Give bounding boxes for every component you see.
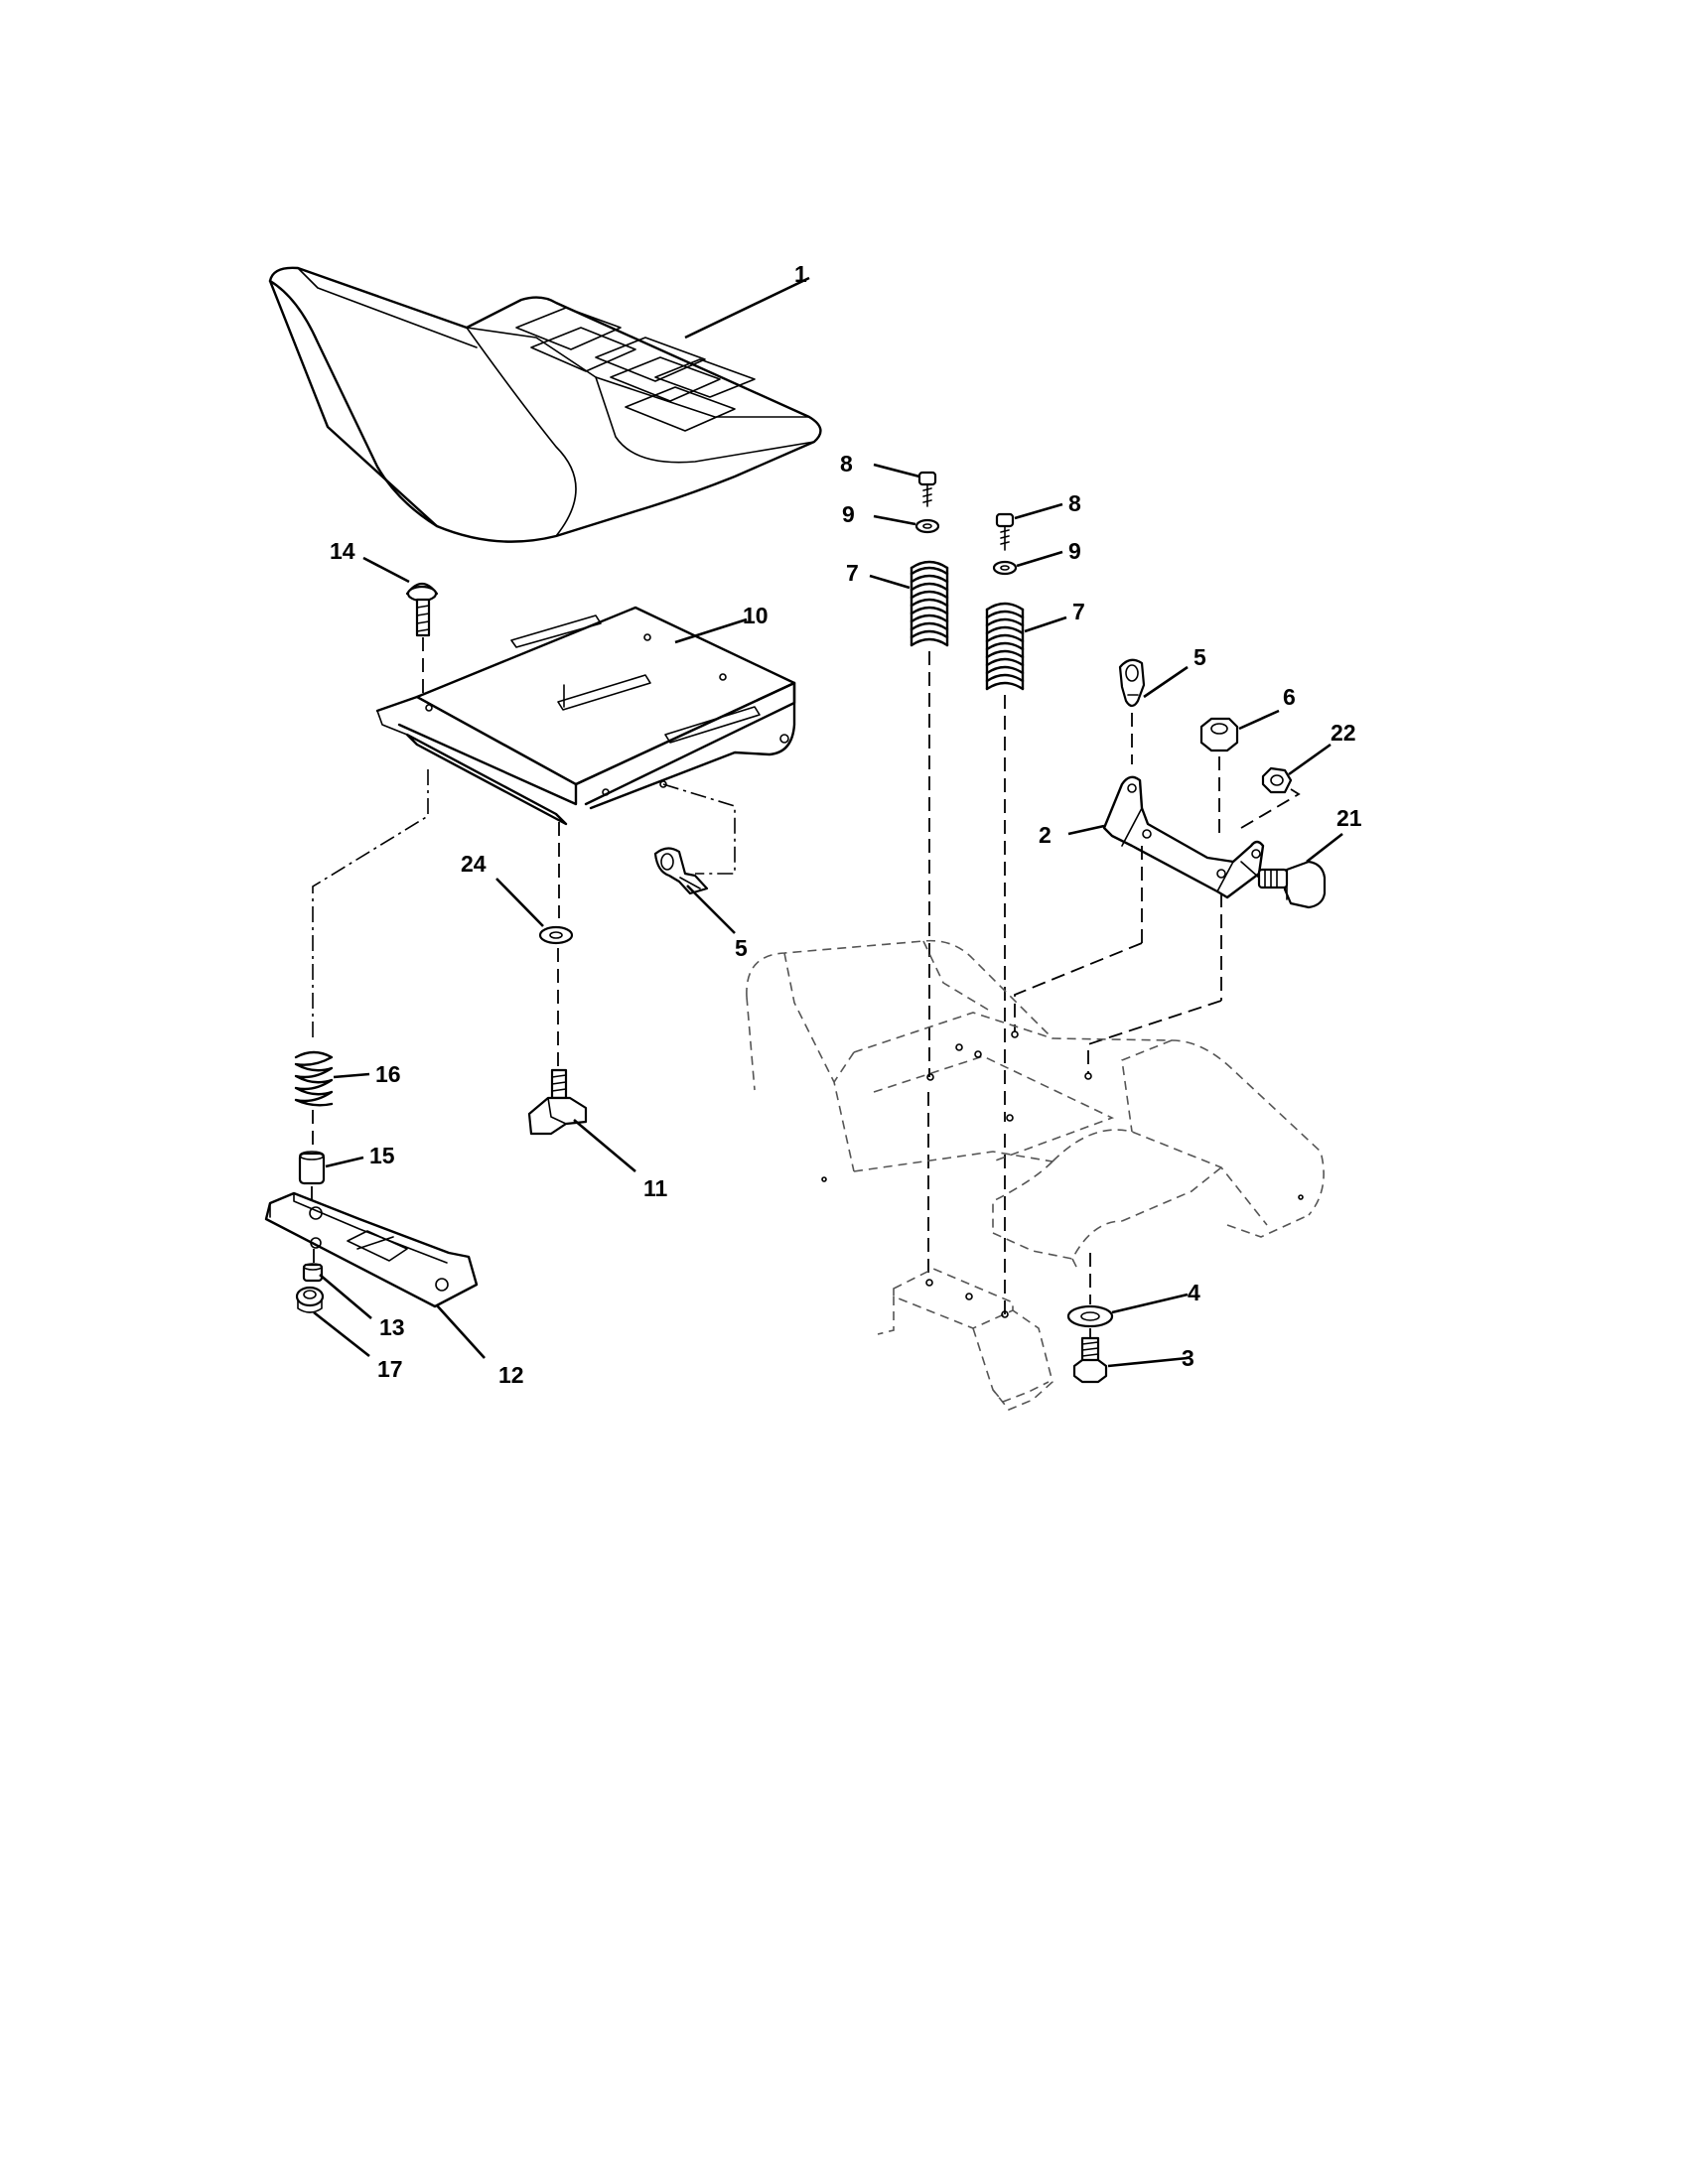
- callout-5-right: 5: [1193, 644, 1206, 670]
- clip-part-5-right: [1118, 658, 1146, 708]
- knob-part-11: [527, 1068, 588, 1136]
- callout-2: 2: [1039, 822, 1052, 848]
- callout-21: 21: [1336, 805, 1362, 831]
- callout-6: 6: [1283, 684, 1296, 710]
- callout-24: 24: [461, 851, 487, 877]
- locknut-part-17: [295, 1286, 325, 1313]
- callout-4: 4: [1188, 1280, 1200, 1305]
- seat-part-1: [268, 266, 822, 543]
- spring-part-16: [294, 1050, 334, 1107]
- washer-part-4: [1066, 1304, 1114, 1328]
- bolt-part-8-right: [995, 512, 1015, 551]
- spring-part-7-left: [910, 560, 949, 647]
- spacer-part-15: [298, 1151, 326, 1185]
- bolt-part-8-left: [917, 471, 937, 507]
- slide-bracket-part-12: [264, 1191, 479, 1308]
- bolt-part-3: [1072, 1336, 1108, 1384]
- callout-10: 10: [743, 603, 769, 628]
- callout-7-left: 7: [846, 560, 859, 586]
- washer-part-9-right: [992, 560, 1018, 576]
- callout-11: 11: [643, 1175, 668, 1201]
- tractor-frame-phantom: [746, 939, 1325, 1272]
- nut-part-22: [1261, 766, 1293, 794]
- clip-part-5-left: [653, 847, 709, 895]
- callout-15: 15: [369, 1143, 395, 1168]
- callout-1: 1: [794, 261, 807, 287]
- spring-part-7-right: [985, 602, 1025, 691]
- callout-8-left: 8: [840, 451, 853, 477]
- shoulder-bolt-part-21: [1240, 860, 1327, 909]
- seat-pan-part-10: [375, 606, 796, 826]
- callout-17: 17: [377, 1356, 403, 1382]
- callout-3: 3: [1182, 1345, 1194, 1371]
- callout-5-left: 5: [735, 935, 748, 961]
- carriage-bolt-part-14: [405, 582, 439, 637]
- nut-part-13: [302, 1263, 324, 1283]
- lower-mount-phantom: [877, 1268, 1053, 1411]
- callout-12: 12: [498, 1362, 524, 1388]
- washer-part-24: [538, 925, 574, 945]
- callout-13: 13: [379, 1314, 405, 1340]
- callout-22: 22: [1331, 720, 1356, 746]
- callout-8-right: 8: [1068, 490, 1081, 516]
- callout-14: 14: [330, 538, 355, 564]
- callout-9-right: 9: [1068, 538, 1081, 564]
- locknut-part-6: [1199, 717, 1239, 752]
- callout-16: 16: [375, 1061, 401, 1087]
- bracket-part-2: [1102, 775, 1265, 899]
- callout-7-right: 7: [1072, 599, 1085, 624]
- washer-part-9-left: [914, 518, 940, 534]
- callout-9-left: 9: [842, 501, 855, 527]
